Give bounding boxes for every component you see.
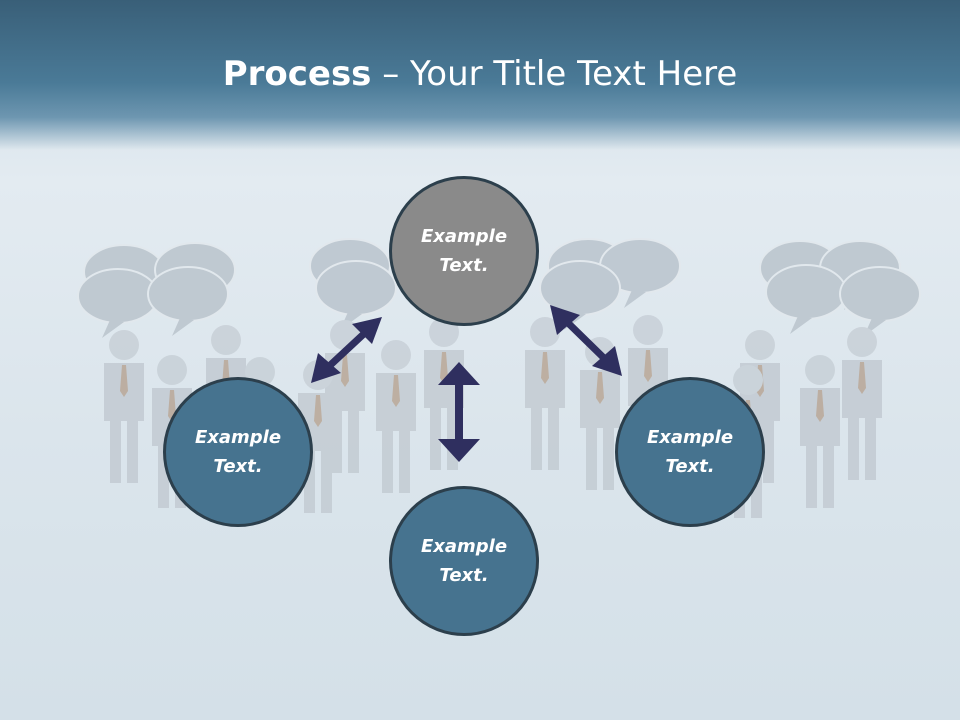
header-band <box>0 0 960 150</box>
node-right: Example Text. <box>615 377 765 527</box>
node-bottom-text: Example Text. <box>420 536 508 586</box>
title-bold: Process <box>222 54 372 94</box>
node-bottom: Example Text. <box>389 486 539 636</box>
double-headed-arrow-icon <box>438 362 480 462</box>
double-headed-arrow-icon <box>550 305 622 376</box>
connector-arrows <box>311 305 622 462</box>
node-left: Example Text. <box>163 377 313 527</box>
slide-title: Process – Your Title Text Here <box>0 52 960 96</box>
node-top: Example Text. <box>389 176 539 326</box>
title-rest: – Your Title Text Here <box>371 54 738 94</box>
double-headed-arrow-icon <box>311 317 382 383</box>
node-right-text: Example Text. <box>646 427 734 477</box>
node-left-text: Example Text. <box>194 427 282 477</box>
node-top-text: Example Text. <box>420 226 508 276</box>
